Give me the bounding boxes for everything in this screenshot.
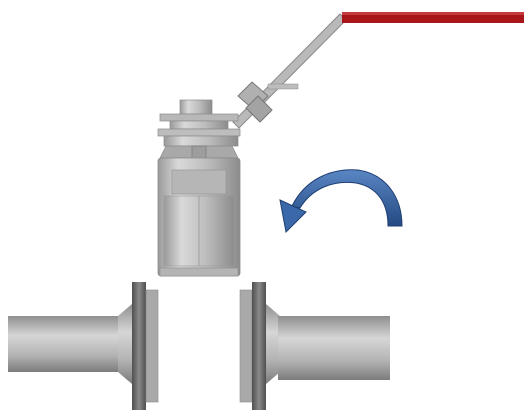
left-flange-pipe	[8, 282, 159, 410]
rotation-arrow	[279, 169, 403, 234]
right-flange-pipe	[239, 282, 390, 410]
valve-bonnet	[157, 99, 241, 165]
valve-handle	[232, 12, 524, 129]
valve-stem-nut	[237, 81, 299, 123]
handle-grip	[342, 12, 524, 23]
valve-body	[157, 157, 241, 277]
